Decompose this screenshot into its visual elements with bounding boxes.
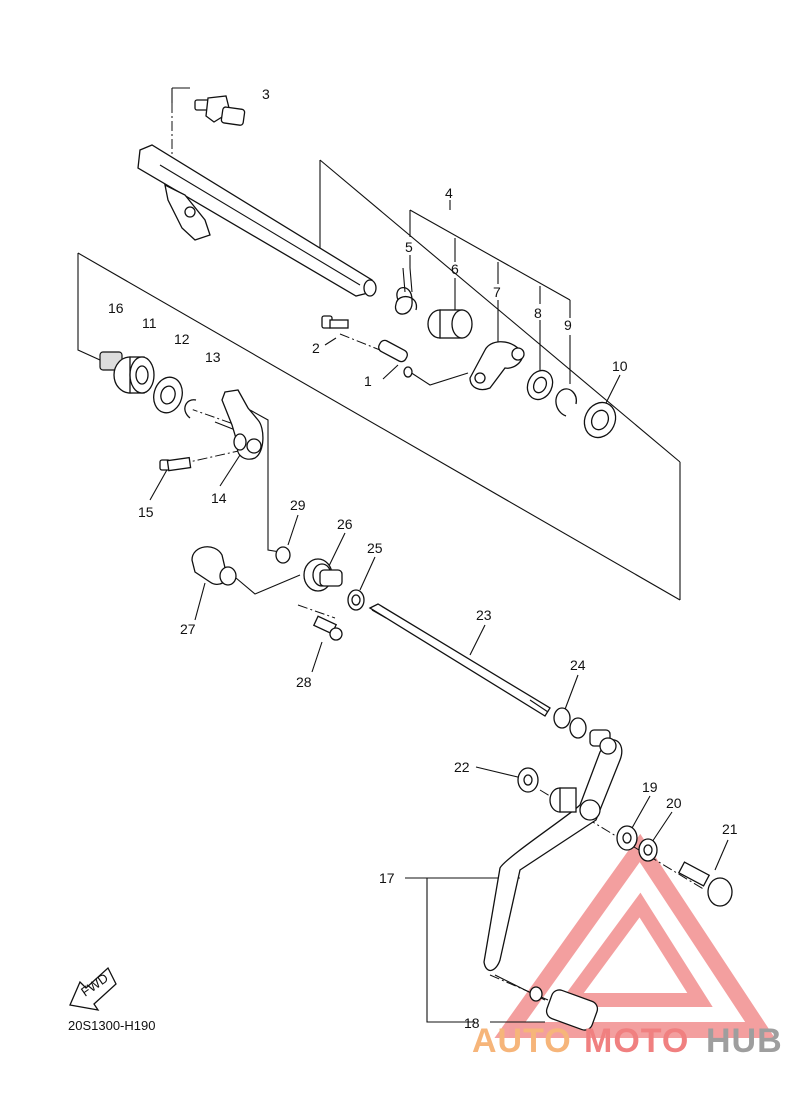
part-28-bolt [312, 615, 343, 641]
part-27-collar [191, 546, 237, 586]
callout-5: 5 [405, 239, 413, 255]
part-9-circlip [555, 388, 577, 417]
watermark-logo [494, 833, 775, 1038]
part-26-joint [303, 558, 343, 592]
watermark-text: AUTO MOTO HUB [472, 1022, 783, 1060]
callout-12: 12 [174, 331, 190, 347]
callout-11: 11 [142, 315, 157, 331]
part-22-washer [517, 767, 539, 793]
part-11-bearing [113, 356, 155, 394]
callout-4: 4 [445, 185, 453, 201]
callout-10: 10 [612, 358, 628, 374]
part-12-washer [153, 376, 183, 414]
part-bushing [549, 787, 577, 813]
part-8-washer [526, 369, 554, 401]
callout-6: 6 [451, 261, 459, 277]
watermark-part-1: AUTO [472, 1022, 572, 1060]
callout-26: 26 [337, 516, 353, 532]
part-10-washer [583, 401, 617, 439]
callout-15: 15 [138, 504, 154, 520]
callout-27: 27 [180, 621, 196, 637]
callout-24: 24 [570, 657, 586, 673]
part-20-lockwasher [638, 838, 658, 862]
callout-17: 17 [379, 870, 395, 886]
part-21-bolt [677, 861, 733, 907]
part-5-spring [394, 267, 418, 315]
callout-25: 25 [367, 540, 383, 556]
callout-18: 18 [464, 1015, 480, 1031]
part-2-bolt [321, 315, 349, 329]
part-19-washer [616, 825, 638, 851]
callout-16: 16 [108, 300, 124, 316]
part-7-shift-arm [469, 341, 525, 391]
callout-22: 22 [454, 759, 470, 775]
callout-13: 13 [205, 349, 221, 365]
callout-9: 9 [564, 317, 572, 333]
part-14-lever [221, 389, 264, 460]
callout-20: 20 [666, 795, 682, 811]
part-15-bolt [159, 456, 192, 472]
callout-1: 1 [364, 373, 372, 389]
callout-7: 7 [493, 284, 501, 300]
callout-2: 2 [312, 340, 320, 356]
callout-23: 23 [476, 607, 492, 623]
leader-lines [77, 87, 729, 1023]
part-23-rod [368, 603, 551, 717]
part-17-shift-pedal [483, 737, 623, 972]
callout-8: 8 [534, 305, 542, 321]
callout-21: 21 [722, 821, 738, 837]
part-25-nut [347, 589, 365, 611]
part-shift-shaft [137, 144, 377, 297]
callout-3: 3 [262, 86, 270, 102]
part-1-pin [378, 339, 413, 378]
part-3-bolt [194, 95, 246, 126]
diagram-code: 20S1300-H190 [68, 1018, 155, 1033]
callout-28: 28 [296, 674, 312, 690]
fwd-arrow-icon: FWD [69, 966, 117, 1011]
part-29-washer [275, 546, 291, 564]
part-18-rubber [494, 974, 599, 1031]
part-13-circlip [184, 399, 197, 419]
callout-labels: 3 4 5 6 7 8 9 10 2 1 16 11 12 13 14 15 2… [108, 86, 738, 1031]
part-6-collar [427, 309, 473, 339]
callout-29: 29 [290, 497, 306, 513]
watermark-part-2: MOTO [584, 1022, 689, 1060]
callout-19: 19 [642, 779, 658, 795]
callout-14: 14 [211, 490, 227, 506]
watermark-part-3: HUB [706, 1022, 783, 1060]
